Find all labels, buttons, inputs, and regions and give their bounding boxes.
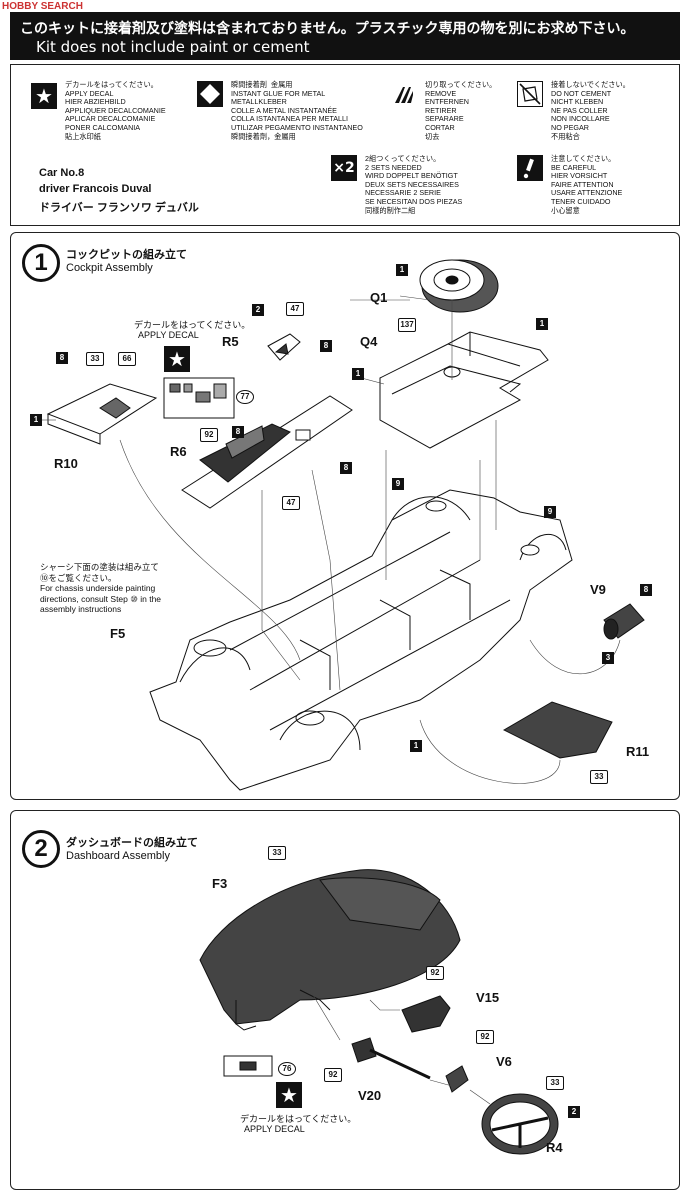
instant-glue-icon — [197, 81, 223, 107]
label-r6: R6 — [170, 444, 187, 459]
step2-title-en: Dashboard Assembly — [66, 850, 170, 862]
remove-icon — [391, 81, 417, 107]
paint-33-r11: 33 — [590, 770, 608, 784]
paint-8-r6: 8 — [232, 426, 244, 438]
dashboard-f3-part — [199, 869, 461, 1031]
step1-decal-jp: デカールをはってください。 — [134, 320, 251, 330]
paint-1-r10: 1 — [30, 414, 42, 426]
pedal-r5-part — [267, 333, 301, 361]
paint-8-r5: 8 — [320, 340, 332, 352]
step2-decal-en: APPLY DECAL — [244, 1124, 305, 1134]
legend-no-cement-text: 接着しないでください。 DO NOT CEMENT NICHT KLEBEN N… — [551, 80, 630, 141]
dash-decal-sheet — [223, 1055, 273, 1077]
label-v20: V20 — [358, 1088, 382, 1103]
step2-decal-jp: デカールをはってください。 — [240, 1114, 357, 1124]
paint-8-floor: 8 — [340, 462, 352, 474]
decal-star-icon: ★ — [31, 83, 57, 109]
bracket-q4-part — [379, 331, 549, 449]
floor-panel-r6-part — [181, 395, 353, 509]
step1-title-en: Cockpit Assembly — [66, 262, 153, 274]
paint-47-r5: 47 — [286, 302, 304, 316]
chassis-painting-note: シャーシ下面の塗装は組み立て ⑩をご覧ください。 For chassis und… — [40, 562, 162, 614]
part-v6-part — [445, 1065, 469, 1093]
wheel-q1-part — [419, 259, 499, 313]
paint-92-v20: 92 — [324, 1068, 342, 1082]
label-q1: Q1 — [370, 290, 388, 305]
decal-77: 77 — [236, 390, 254, 404]
step2-number: 2 — [22, 830, 60, 868]
part-v15-part — [401, 995, 451, 1033]
decal-sheet-part — [163, 377, 235, 419]
step1-decal-en: APPLY DECAL — [138, 330, 199, 340]
paint-1-floor: 1 — [352, 368, 364, 380]
label-v15: V15 — [476, 990, 500, 1005]
top-banner: このキットに接着剤及び塗料は含まれておりません。プラスチック専用の物を別にお求め… — [10, 12, 680, 60]
part-v20-part — [351, 1037, 431, 1080]
label-f3: F3 — [212, 876, 228, 891]
label-q4: Q4 — [360, 334, 378, 349]
label-v9: V9 — [590, 582, 606, 597]
banner-jp-text: このキットに接着剤及び塗料は含まれておりません。プラスチック専用の物を別にお求め… — [20, 21, 635, 37]
step2-decal-star-icon: ★ — [276, 1082, 302, 1108]
paint-9-right: 9 — [544, 506, 556, 518]
legend-glue-text: 瞬間接着剤 金属用 INSTANT GLUE FOR METAL METALLK… — [231, 80, 363, 141]
paint-92-v6: 92 — [476, 1030, 494, 1044]
label-r5: R5 — [222, 334, 239, 349]
paint-1-wheel: 1 — [396, 264, 408, 276]
paint-33-r10: 33 — [86, 352, 104, 366]
paint-1-bracket: 1 — [536, 318, 548, 330]
paint-2-r4: 2 — [568, 1106, 580, 1118]
label-r11: R11 — [626, 744, 650, 759]
banner-en-text: Kit does not include paint or cement — [36, 38, 310, 56]
canister-v9-part — [603, 603, 645, 640]
paint-2-r5: 2 — [252, 304, 264, 316]
legend-decal-text: デカールをはってください。 APPLY DECAL HIER ABZIEHBIL… — [65, 80, 166, 141]
label-v6: V6 — [496, 1054, 512, 1069]
label-r10: R10 — [54, 456, 78, 471]
legend-remove-text: 切り取ってください。 REMOVE ENTFERNEN RETIRER SEPA… — [425, 80, 497, 141]
driver-en: driver Francois Duval — [39, 183, 152, 195]
paint-8-v9: 8 — [640, 584, 652, 596]
paint-92-v15: 92 — [426, 966, 444, 980]
step1-panel — [10, 232, 680, 800]
step1-decal-star-icon: ★ — [164, 346, 190, 372]
paint-9-left: 9 — [392, 478, 404, 490]
step2-title-jp: ダッシュボードの組み立て — [66, 836, 198, 849]
paint-1-chassis: 1 — [410, 740, 422, 752]
step1-title-jp: コックピットの組み立て — [66, 248, 187, 261]
paint-3-v9: 3 — [602, 652, 614, 664]
legend-two-sets-text: 2組つくってください。 2 SETS NEEDED WIRD DOPPELT B… — [365, 154, 463, 215]
paint-33-r4: 33 — [546, 1076, 564, 1090]
panel-r11-part — [502, 701, 613, 759]
car-number: Car No.8 — [39, 167, 85, 179]
steering-wheel-r4-part — [481, 1093, 559, 1155]
caution-icon — [517, 155, 543, 181]
label-r4: R4 — [546, 1140, 563, 1155]
symbol-legend: ★ デカールをはってください。 APPLY DECAL HIER ABZIEHB… — [10, 64, 680, 226]
step1-number: 1 — [22, 244, 60, 282]
driver-jp: ドライバー フランソワ デュバル — [39, 202, 199, 214]
decal-76: 76 — [278, 1062, 296, 1076]
watermark-logo: HOBBY SEARCH — [2, 1, 83, 12]
paint-92-r6: 92 — [200, 428, 218, 442]
paint-8-r10: 8 — [56, 352, 68, 364]
legend-careful-text: 注意してください。 BE CAREFUL HIER VORSICHT FAIRE… — [551, 154, 623, 215]
no-cement-icon — [517, 81, 543, 107]
step2-panel — [10, 810, 680, 1190]
label-f5: F5 — [110, 626, 126, 641]
two-sets-icon: ×2 — [331, 155, 357, 181]
chassis-f5-part — [149, 489, 573, 791]
panel-r10-part — [46, 383, 158, 445]
paint-33-f3: 33 — [268, 846, 286, 860]
paint-66: 66 — [118, 352, 136, 366]
paint-137: 137 — [398, 318, 416, 332]
paint-47-r6: 47 — [282, 496, 300, 510]
